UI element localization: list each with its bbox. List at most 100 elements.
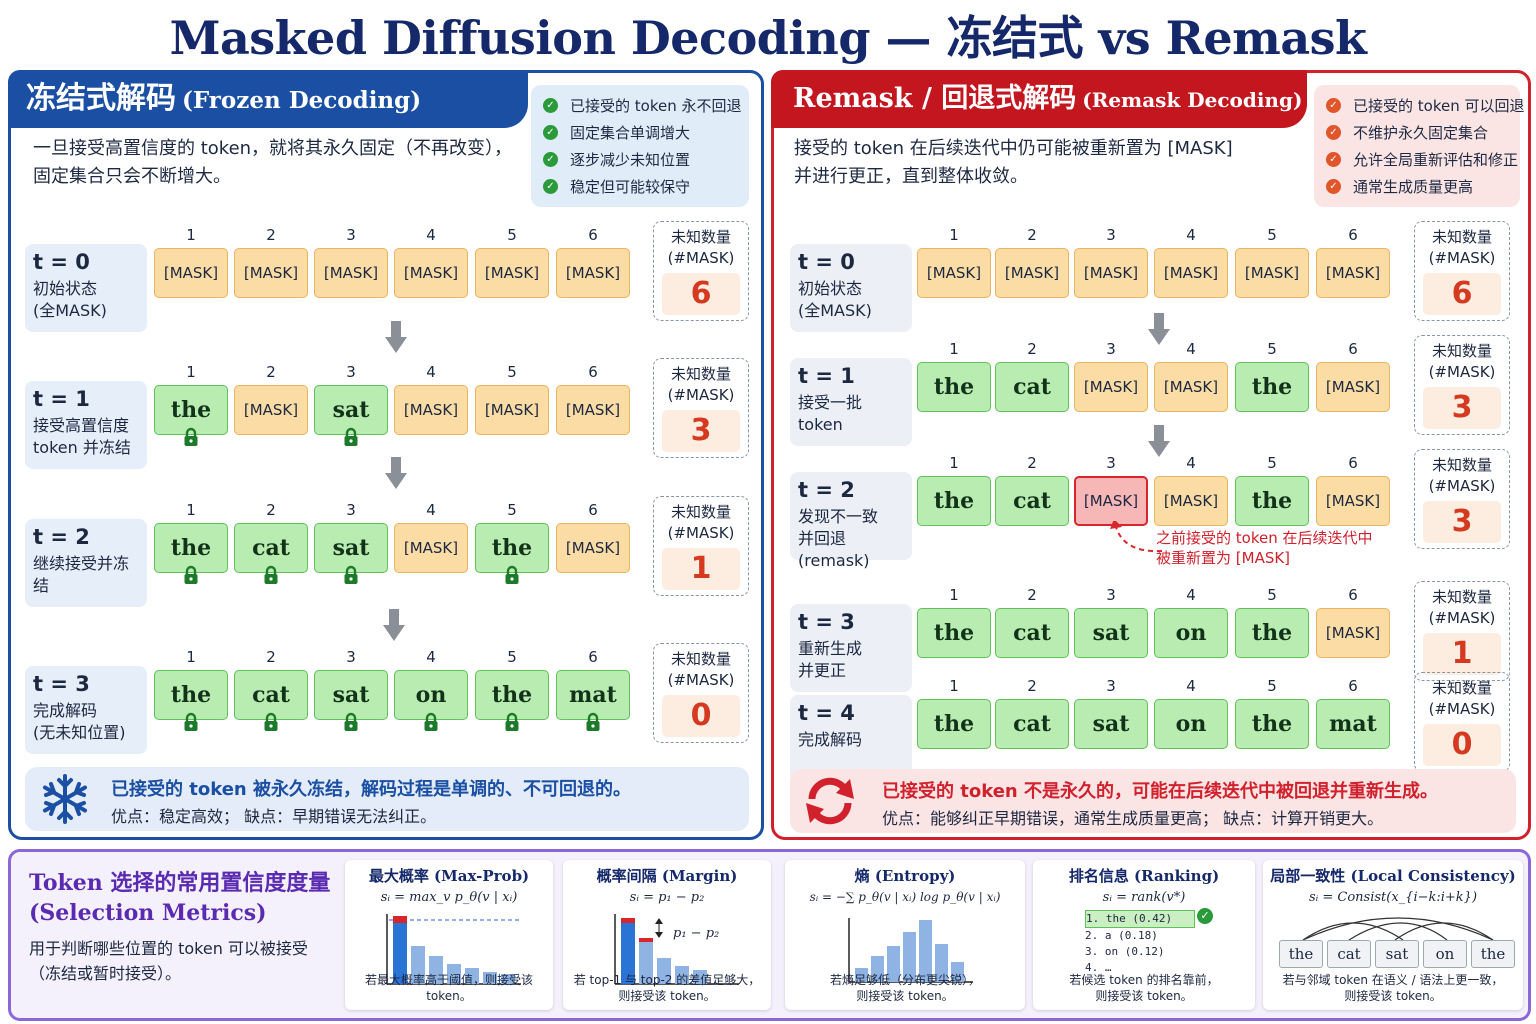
position-number: 5 [1267,454,1277,472]
position-number: 3 [1106,454,1116,472]
rank-item: 3. on (0.12) [1085,945,1165,958]
count-label: 未知数量 [1431,588,1492,606]
refresh-cycle-icon [806,777,854,825]
step-time: t = 0 [33,250,90,274]
mask-token: [MASK] [1074,476,1148,526]
word-token: cat [234,523,308,573]
position-number: 2 [1027,677,1037,695]
mask-count-box: 未知数量(#MASK)6 [653,221,749,321]
word-box: the [1279,940,1323,968]
caption-line: 若 top-1 与 top-2 的差值足够大， [573,973,761,987]
mask-count-box: 未知数量(#MASK)1 [1414,581,1510,681]
count-value: 1 [662,548,740,590]
step-time: t = 3 [33,672,90,696]
step-time: t = 2 [33,525,90,549]
check-text: 通常生成质量更高 [1353,178,1474,196]
word-token: sat [1074,699,1148,749]
step-desc-line: 接受高置信度 [33,416,130,435]
word-token: sat [314,385,388,435]
count-label: (#MASK) [667,671,735,689]
mask-token: [MASK] [1154,248,1228,298]
position-number: 3 [1106,226,1116,244]
position-number: 3 [346,648,356,666]
step-description: 完成解码 [798,729,904,751]
check-text: 允许全局重新评估和修正 [1353,151,1519,169]
margin-bar-chart [614,914,739,985]
word-token: the [1235,476,1309,526]
step-time: t = 1 [33,387,90,411]
remask-title: Remask / 回退式解码 [793,83,1077,114]
rank-item: 2. a (0.18) [1085,929,1158,942]
mask-token: [MASK] [556,248,630,298]
count-value: 0 [662,695,740,737]
check-icon: ✓ [1326,152,1341,167]
caption-line: 若与邻域 token 在语义 / 语法上更一致， [1282,973,1504,987]
step-desc-line: 继续接受并冻结 [33,554,130,595]
position-number: 2 [266,501,276,519]
card-formula: sᵢ = −∑ p_θ(v | xᵢ) log p_θ(v | xᵢ) [809,890,1001,904]
mask-token: [MASK] [1154,476,1228,526]
entropy-bar-chart [848,918,973,983]
count-label: 未知数量 [670,650,731,668]
position-number: 4 [1186,340,1196,358]
check-icon: ✓ [1326,98,1341,113]
card-caption: 若最大概率高于阈值，则接受该 token。 [345,972,553,1004]
word-token: cat [234,670,308,720]
step-desc-line: 完成解码 [798,730,863,749]
position-number: 6 [588,226,598,244]
word-token: the [475,523,549,573]
count-value: 3 [1423,501,1501,543]
count-label: (#MASK) [667,524,735,542]
step-description: 初始状态(全MASK) [798,278,904,322]
desc-line: 并进行更正，直到整体收敛。 [794,166,1028,187]
position-number: 6 [588,648,598,666]
mask-token: [MASK] [1074,248,1148,298]
metric-card-local-consistency: 局部一致性 (Local Consistency) sᵢ = Consist(x… [1263,860,1523,1010]
remask-summary: 已接受的 token 不是永久的，可能在后续迭代中被回退并重新生成。 优点：能够… [790,769,1516,833]
down-arrow-icon [1148,425,1170,459]
step-desc-line: 并回退 (remask) [798,529,870,570]
count-label: (#MASK) [1428,249,1496,267]
count-label: 未知数量 [670,503,731,521]
position-number: 1 [186,226,196,244]
remask-curved-arrow [1110,521,1163,553]
card-title: 最大概率 (Max-Prob) [368,867,530,885]
consistency-arcs [1302,917,1494,940]
metrics-title: Token 选择的常用置信度度量 (Selection Metrics) [29,868,330,928]
metrics-title-line: Token 选择的常用置信度度量 [29,870,331,896]
desc-line: 固定集合只会不断增大。 [33,166,231,187]
position-number: 2 [266,363,276,381]
metrics-desc-line: 用于判断哪些位置的 token 可以被接受 [29,939,308,958]
position-number: 1 [949,340,959,358]
remask-decoding-panel: Remask / 回退式解码(Remask Decoding) 接受的 toke… [771,70,1531,840]
step-time: t = 4 [798,701,855,725]
caption-line: 若候选 token 的排名靠前， [1069,973,1219,987]
mask-token: [MASK] [1316,476,1390,526]
count-label: 未知数量 [670,365,731,383]
check-icon: ✓ [543,179,558,194]
word-token: on [394,670,468,720]
caption-line: 则接受该 token。 [1095,989,1193,1003]
lock-icon [343,712,359,732]
metrics-title-line: (Selection Metrics) [29,900,267,926]
word-token: the [154,670,228,720]
frozen-summary-sub: 优点：稳定高效； 缺点：早期错误无法纠正。 [111,807,437,826]
metrics-description: 用于判断哪些位置的 token 可以被接受 （冻结或暂时接受）。 [29,936,308,986]
word-token: the [1235,608,1309,658]
step-desc-line: token [798,415,843,434]
mask-token: [MASK] [475,385,549,435]
card-caption: 若熵足够低（分布更尖锐），则接受该 token。 [785,972,1025,1004]
max-prob-bar-chart [386,914,521,985]
count-label: (#MASK) [667,386,735,404]
mask-count-box: 未知数量(#MASK)6 [1414,221,1510,321]
position-number: 3 [346,363,356,381]
word-token: on [1154,608,1228,658]
word-box: cat [1327,940,1371,968]
margin-label: p₁ − p₂ [673,926,720,941]
caption-line: 则接受该 token。 [856,989,954,1003]
ranking-list: 1. the (0.42) 2. a (0.18) 3. on (0.12) 4… [1085,910,1195,976]
frozen-panel-header: 冻结式解码(Frozen Decoding) [8,70,528,128]
count-label: 未知数量 [670,228,731,246]
